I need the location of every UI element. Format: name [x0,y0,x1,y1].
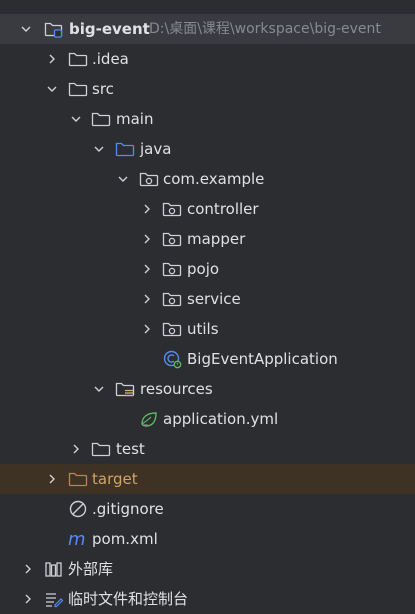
tree-row-controller[interactable]: controller [0,194,415,224]
tree-row-src[interactable]: src [0,74,415,104]
tree-label: mapper [187,230,246,248]
package-icon [139,164,159,194]
chevron-right-icon[interactable] [139,254,155,284]
tree-label: BigEventApplication [187,350,338,368]
maven-icon: m [68,524,88,554]
tree-label: com.example [163,170,265,188]
package-icon [162,284,182,314]
chevron-down-icon[interactable] [44,74,60,104]
tree-label: resources [140,380,213,398]
tree-label: .gitignore [92,500,164,518]
chevron-down-icon[interactable] [115,164,131,194]
tree-row-idea[interactable]: .idea [0,44,415,74]
chevron-right-icon[interactable] [139,314,155,344]
chevron-right-icon[interactable] [139,194,155,224]
tree-label: src [92,80,114,98]
folder-icon [91,104,111,134]
tree-row-app-class[interactable]: BigEventApplication [0,344,415,374]
project-name: big-event [69,20,150,38]
excluded-folder-icon [68,464,88,494]
module-folder-icon [44,14,64,44]
tree-row-utils[interactable]: utils [0,314,415,344]
tree-row-project-root[interactable]: big-event D:\桌面\课程\workspace\big-event [0,14,415,44]
chevron-right-icon[interactable] [68,434,84,464]
tree-row-gitignore[interactable]: .gitignore [0,494,415,524]
tree-row-test[interactable]: test [0,434,415,464]
spring-config-icon [139,404,159,434]
tree-row-java[interactable]: java [0,134,415,164]
package-icon [162,314,182,344]
tree-label: utils [187,320,219,338]
chevron-right-icon[interactable] [139,284,155,314]
chevron-right-icon[interactable] [20,584,36,614]
folder-icon [68,44,88,74]
tree-row-target[interactable]: target [0,464,415,494]
project-tree: big-event D:\桌面\课程\workspace\big-event .… [0,14,415,614]
tree-row-main[interactable]: main [0,104,415,134]
spring-boot-class-icon [162,344,182,374]
tree-row-app-yml[interactable]: application.yml [0,404,415,434]
tree-row-resources[interactable]: resources [0,374,415,404]
chevron-down-icon[interactable] [91,374,107,404]
svg-text:m: m [68,530,86,548]
chevron-down-icon[interactable] [68,104,84,134]
tree-label: controller [187,200,259,218]
chevron-right-icon[interactable] [44,464,60,494]
tree-label: 外部库 [68,560,114,578]
chevron-right-icon[interactable] [139,224,155,254]
package-icon [162,224,182,254]
tree-label: java [140,140,172,158]
project-path: D:\桌面\课程\workspace\big-event [149,21,381,37]
library-icon [44,554,64,584]
chevron-down-icon[interactable] [91,134,107,164]
package-icon [162,194,182,224]
tree-label: application.yml [163,410,279,428]
tree-label: .idea [92,50,129,68]
tree-label: pom.xml [92,530,158,548]
tree-label: main [116,110,154,128]
tree-label: test [116,440,145,458]
folder-icon [91,434,111,464]
tree-label: service [187,290,241,308]
scratches-icon [44,584,64,614]
chevron-right-icon[interactable] [44,44,60,74]
tree-label: 临时文件和控制台 [68,590,189,608]
tree-row-pojo[interactable]: pojo [0,254,415,284]
ignore-file-icon [68,494,88,524]
package-icon [162,254,182,284]
tree-row-service[interactable]: service [0,284,415,314]
tree-label: pojo [187,260,220,278]
source-folder-icon [115,134,135,164]
folder-icon [68,74,88,104]
tree-label: target [92,470,138,488]
resources-folder-icon [115,374,135,404]
chevron-down-icon[interactable] [18,14,34,44]
tree-row-external-libraries[interactable]: 外部库 [0,554,415,584]
chevron-right-icon[interactable] [20,554,36,584]
tree-row-mapper[interactable]: mapper [0,224,415,254]
tree-row-scratches[interactable]: 临时文件和控制台 [0,584,415,614]
tree-row-package[interactable]: com.example [0,164,415,194]
tree-row-pom[interactable]: m pom.xml [0,524,415,554]
